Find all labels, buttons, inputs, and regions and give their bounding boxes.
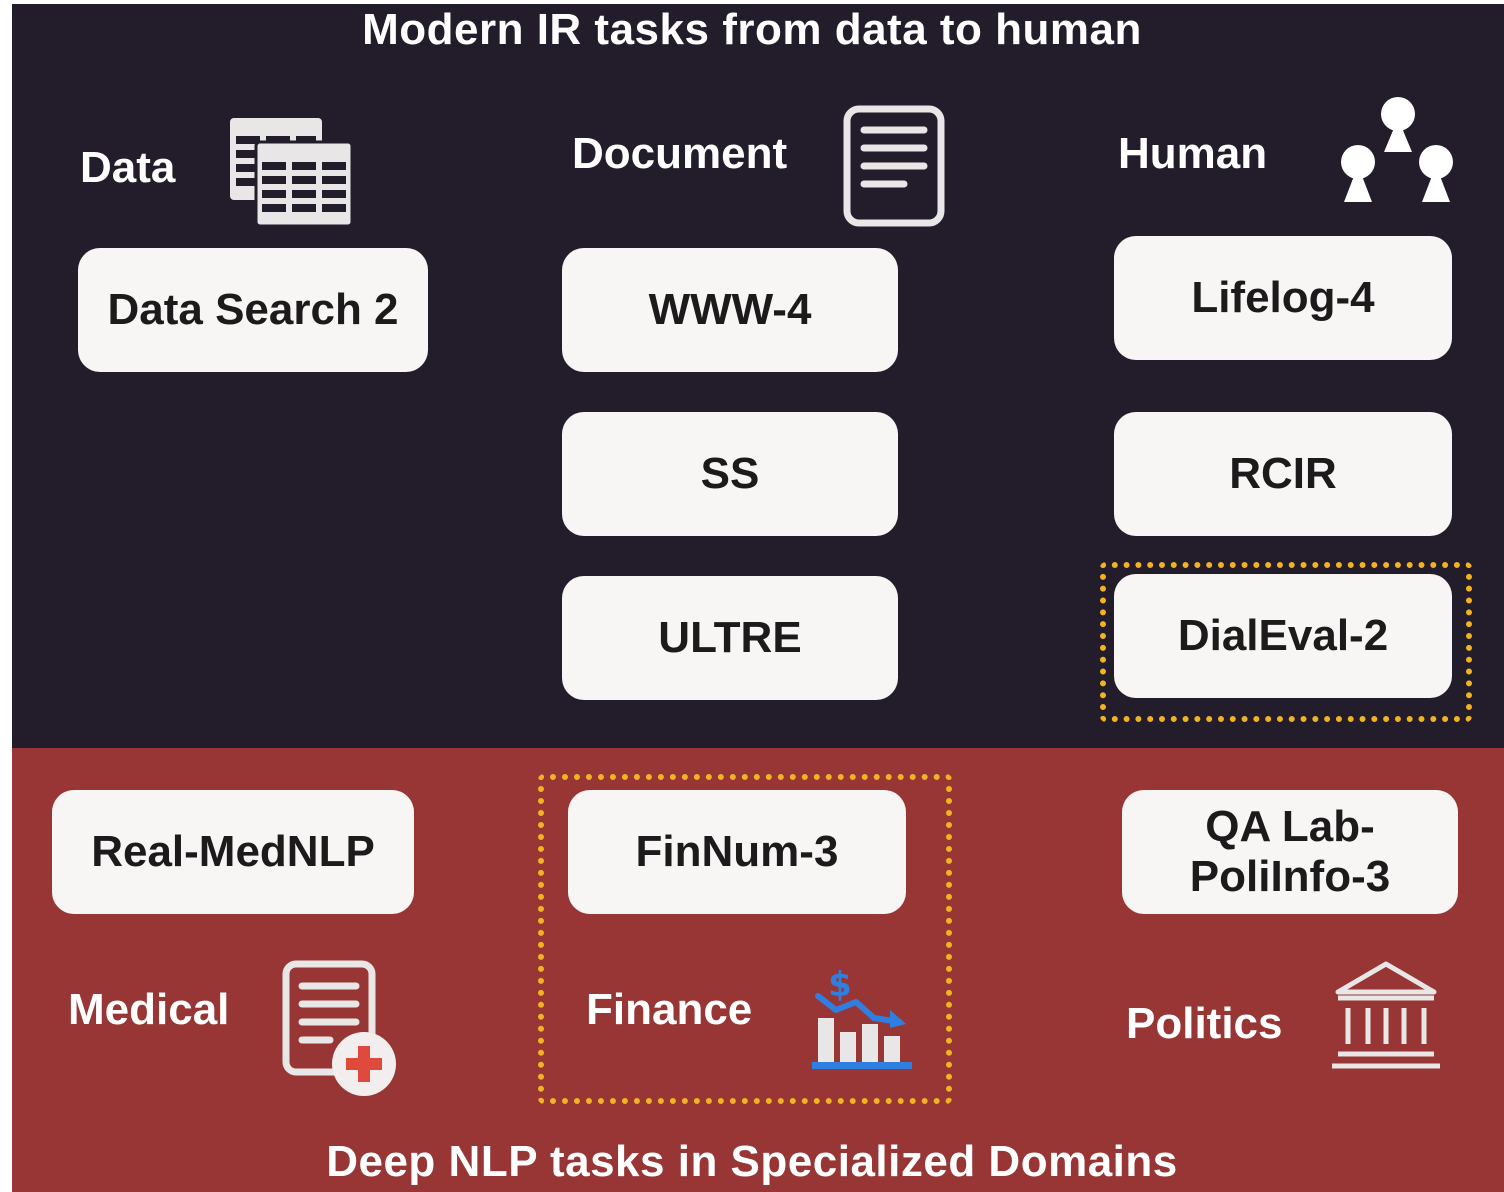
dialeval-highlight-border: [1100, 562, 1472, 722]
finance-chart-icon: $: [810, 962, 914, 1074]
svg-text:$: $: [828, 965, 852, 1005]
category-label-human: Human: [1118, 129, 1268, 178]
task-ultre[interactable]: ULTRE: [562, 576, 898, 700]
document-icon: [842, 104, 948, 228]
qa-lab-line-1: QA Lab-: [1205, 802, 1375, 851]
nlp-tasks-heading: Deep NLP tasks in Specialized Domains: [326, 1137, 1178, 1186]
task-dialeval-2[interactable]: DialEval-2: [1114, 574, 1452, 698]
government-building-icon: [1330, 958, 1442, 1072]
category-label-finance: Finance: [586, 985, 753, 1034]
medical-document-icon: [280, 958, 404, 1102]
table-icon: [226, 114, 354, 230]
task-www-4[interactable]: WWW-4: [562, 248, 898, 372]
people-icon: [1336, 94, 1460, 206]
task-qa-lab-poliinfo-3[interactable]: QA Lab- PoliInfo-3: [1122, 790, 1458, 914]
category-label-medical: Medical: [68, 985, 230, 1034]
category-label-document: Document: [572, 129, 788, 178]
task-rcir[interactable]: RCIR: [1114, 412, 1452, 536]
category-label-data: Data: [80, 143, 176, 192]
task-data-search-2[interactable]: Data Search 2: [78, 248, 428, 372]
task-lifelog-4[interactable]: Lifelog-4: [1114, 236, 1452, 360]
task-ss[interactable]: SS: [562, 412, 898, 536]
task-finnum-3[interactable]: FinNum-3: [568, 790, 906, 914]
ir-tasks-heading: Modern IR tasks from data to human: [362, 5, 1142, 54]
task-real-mednlp[interactable]: Real-MedNLP: [52, 790, 414, 914]
category-label-politics: Politics: [1126, 999, 1283, 1048]
qa-lab-line-2: PoliInfo-3: [1189, 852, 1391, 901]
finance-highlight-border: [538, 774, 952, 1104]
